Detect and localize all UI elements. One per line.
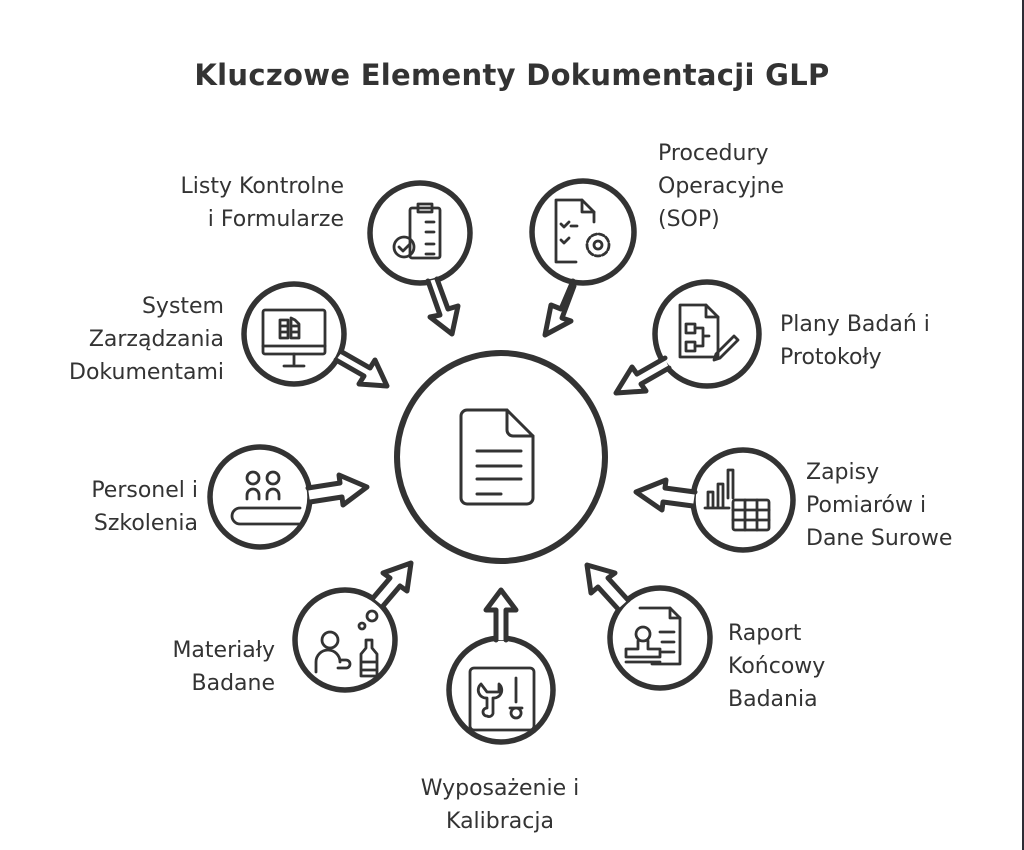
- person-bottle-icon: [314, 609, 379, 678]
- label-line: Operacyjne: [658, 174, 785, 199]
- label-raport-koncowy: Raport Końcowy Badania: [728, 617, 825, 716]
- clipboard-check-icon: [392, 202, 442, 260]
- label-line: Zapisy: [806, 460, 880, 485]
- label-line: i Formularze: [207, 207, 344, 232]
- document-icon: [459, 408, 535, 506]
- label-materialy: Materiały Badane: [172, 634, 275, 700]
- label-line: Procedury: [658, 141, 769, 166]
- label-personel: Personel i Szkolenia: [91, 474, 198, 540]
- node-listy-kontrolne[interactable]: [367, 180, 473, 337]
- right-edge-border: [1022, 0, 1024, 850]
- stamp-document-icon: [624, 606, 682, 666]
- label-listy-kontrolne: Listy Kontrolne i Formularze: [181, 170, 344, 236]
- node-zapisy-pomiarow[interactable]: [633, 447, 796, 553]
- label-sop: Procedury Operacyjne (SOP): [658, 137, 784, 236]
- tools-calibration-icon: [468, 666, 536, 732]
- label-line: Końcowy: [728, 654, 826, 679]
- label-wyposazenie: Wyposażenie i Kalibracja: [380, 772, 620, 838]
- label-line: Wyposażenie i: [420, 776, 580, 801]
- node-personel[interactable]: [207, 444, 370, 550]
- label-line: Pomiarów i: [806, 493, 927, 518]
- label-line: Protokoły: [780, 345, 882, 370]
- node-plany-badan[interactable]: [613, 279, 762, 396]
- label-line: Personel i: [91, 478, 198, 503]
- label-plany-badan: Plany Badań i Protokoły: [780, 308, 930, 374]
- label-line: Dokumentami: [69, 360, 224, 385]
- node-raport-koncowy[interactable]: [584, 562, 713, 691]
- computer-monitor-icon: [261, 308, 327, 368]
- label-line: (SOP): [658, 207, 720, 232]
- label-line: Plany Badań i: [780, 312, 930, 337]
- label-line: Materiały: [172, 638, 275, 663]
- label-zapisy-pomiarow: Zapisy Pomiarów i Dane Surowe: [806, 456, 952, 555]
- diagram-title: Kluczowe Elementy Dokumentacji GLP: [194, 58, 830, 92]
- label-line: Dane Surowe: [806, 526, 953, 551]
- label-line: Kalibracja: [446, 809, 554, 834]
- label-line: Badania: [728, 687, 818, 712]
- label-line: System: [141, 294, 224, 319]
- document-gear-icon: [554, 198, 611, 264]
- label-line: Badane: [191, 671, 276, 696]
- label-line: Szkolenia: [93, 511, 198, 536]
- people-training-icon: [230, 470, 302, 526]
- node-wyposazenie[interactable]: [446, 587, 556, 745]
- label-line: Raport: [728, 621, 802, 646]
- flowchart-pencil-icon: [678, 303, 740, 362]
- label-system-zarzadzania: System Zarządzania Dokumentami: [69, 290, 224, 389]
- center-node: [394, 350, 608, 564]
- chart-table-icon: [703, 468, 771, 532]
- node-sop[interactable]: [529, 178, 637, 338]
- node-system-zarzadzania[interactable]: [241, 281, 390, 389]
- node-materialy[interactable]: [292, 560, 414, 693]
- label-line: Zarządzania: [88, 327, 224, 352]
- label-line: Listy Kontrolne: [180, 174, 344, 199]
